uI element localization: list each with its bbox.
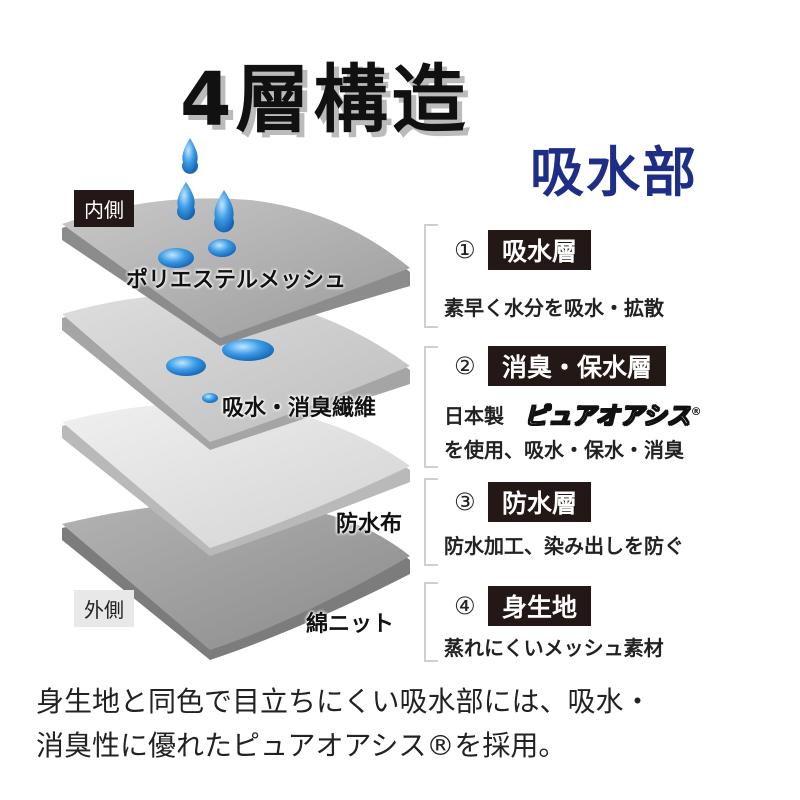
bracket-1 — [424, 224, 438, 328]
detail-1-badge: 吸水層 — [488, 230, 592, 270]
detail-4-badge: 身生地 — [488, 586, 592, 626]
layer-stack-illustration — [62, 138, 410, 660]
footer-line-1: 身生地と同色で目立ちにくい吸水部には、吸水・ — [36, 685, 652, 718]
layer-4-label: 綿ニット — [306, 612, 395, 637]
water-drop-icon — [176, 182, 195, 221]
layer-3-sheet — [62, 403, 410, 556]
footer-line-2: 消臭性に優れたピュアオアシス®を採用。 — [36, 729, 567, 762]
layer-3-label: 防水布 — [336, 512, 403, 537]
layer-4-sheet — [62, 502, 410, 660]
water-drop-icon — [214, 190, 234, 233]
brand-name: ピュアオアシス® — [524, 396, 702, 431]
layer-2-label: 吸水・消臭繊維 — [222, 396, 377, 421]
bracket-3 — [424, 478, 438, 566]
detail-2-badge: 消臭・保水層 — [488, 346, 667, 386]
bracket-2 — [424, 346, 438, 468]
detail-2-number: ② — [454, 352, 476, 380]
inner-side-tag: 内側 — [74, 190, 134, 227]
brand-label: ピュアオアシス — [524, 402, 692, 431]
water-puddle-icon — [166, 356, 206, 376]
detail-2-desc: を使用、吸水・保水・消臭 — [444, 438, 684, 462]
water-drop-icon — [182, 138, 198, 174]
layer-2-sheet — [62, 294, 410, 450]
water-puddle-icon — [208, 239, 236, 257]
registered-mark: ® — [690, 405, 702, 418]
detail-4-number: ④ — [454, 592, 476, 620]
bracket-4 — [424, 582, 438, 662]
outer-side-tag: 外側 — [74, 590, 134, 627]
water-puddle-icon — [222, 339, 274, 361]
layer-1-label: ポリエステルメッシュ — [126, 268, 347, 293]
detail-1-number: ① — [454, 236, 476, 264]
page-title: 4層構造 — [180, 57, 470, 143]
detail-4-desc: 蒸れにくいメッシュ素材 — [444, 636, 664, 660]
water-puddle-icon — [158, 248, 194, 268]
layer-1-sheet — [62, 198, 410, 346]
detail-1-desc: 素早く水分を吸水・拡散 — [444, 296, 664, 320]
detail-3-number: ③ — [454, 488, 476, 516]
detail-3-desc: 防水加工、染み出しを防ぐ — [444, 534, 684, 558]
detail-2-desc-prefix: 日本製 — [444, 404, 504, 428]
water-puddle-icon — [202, 393, 218, 403]
detail-3-badge: 防水層 — [488, 482, 592, 522]
page-subtitle: 吸水部 — [530, 141, 698, 204]
